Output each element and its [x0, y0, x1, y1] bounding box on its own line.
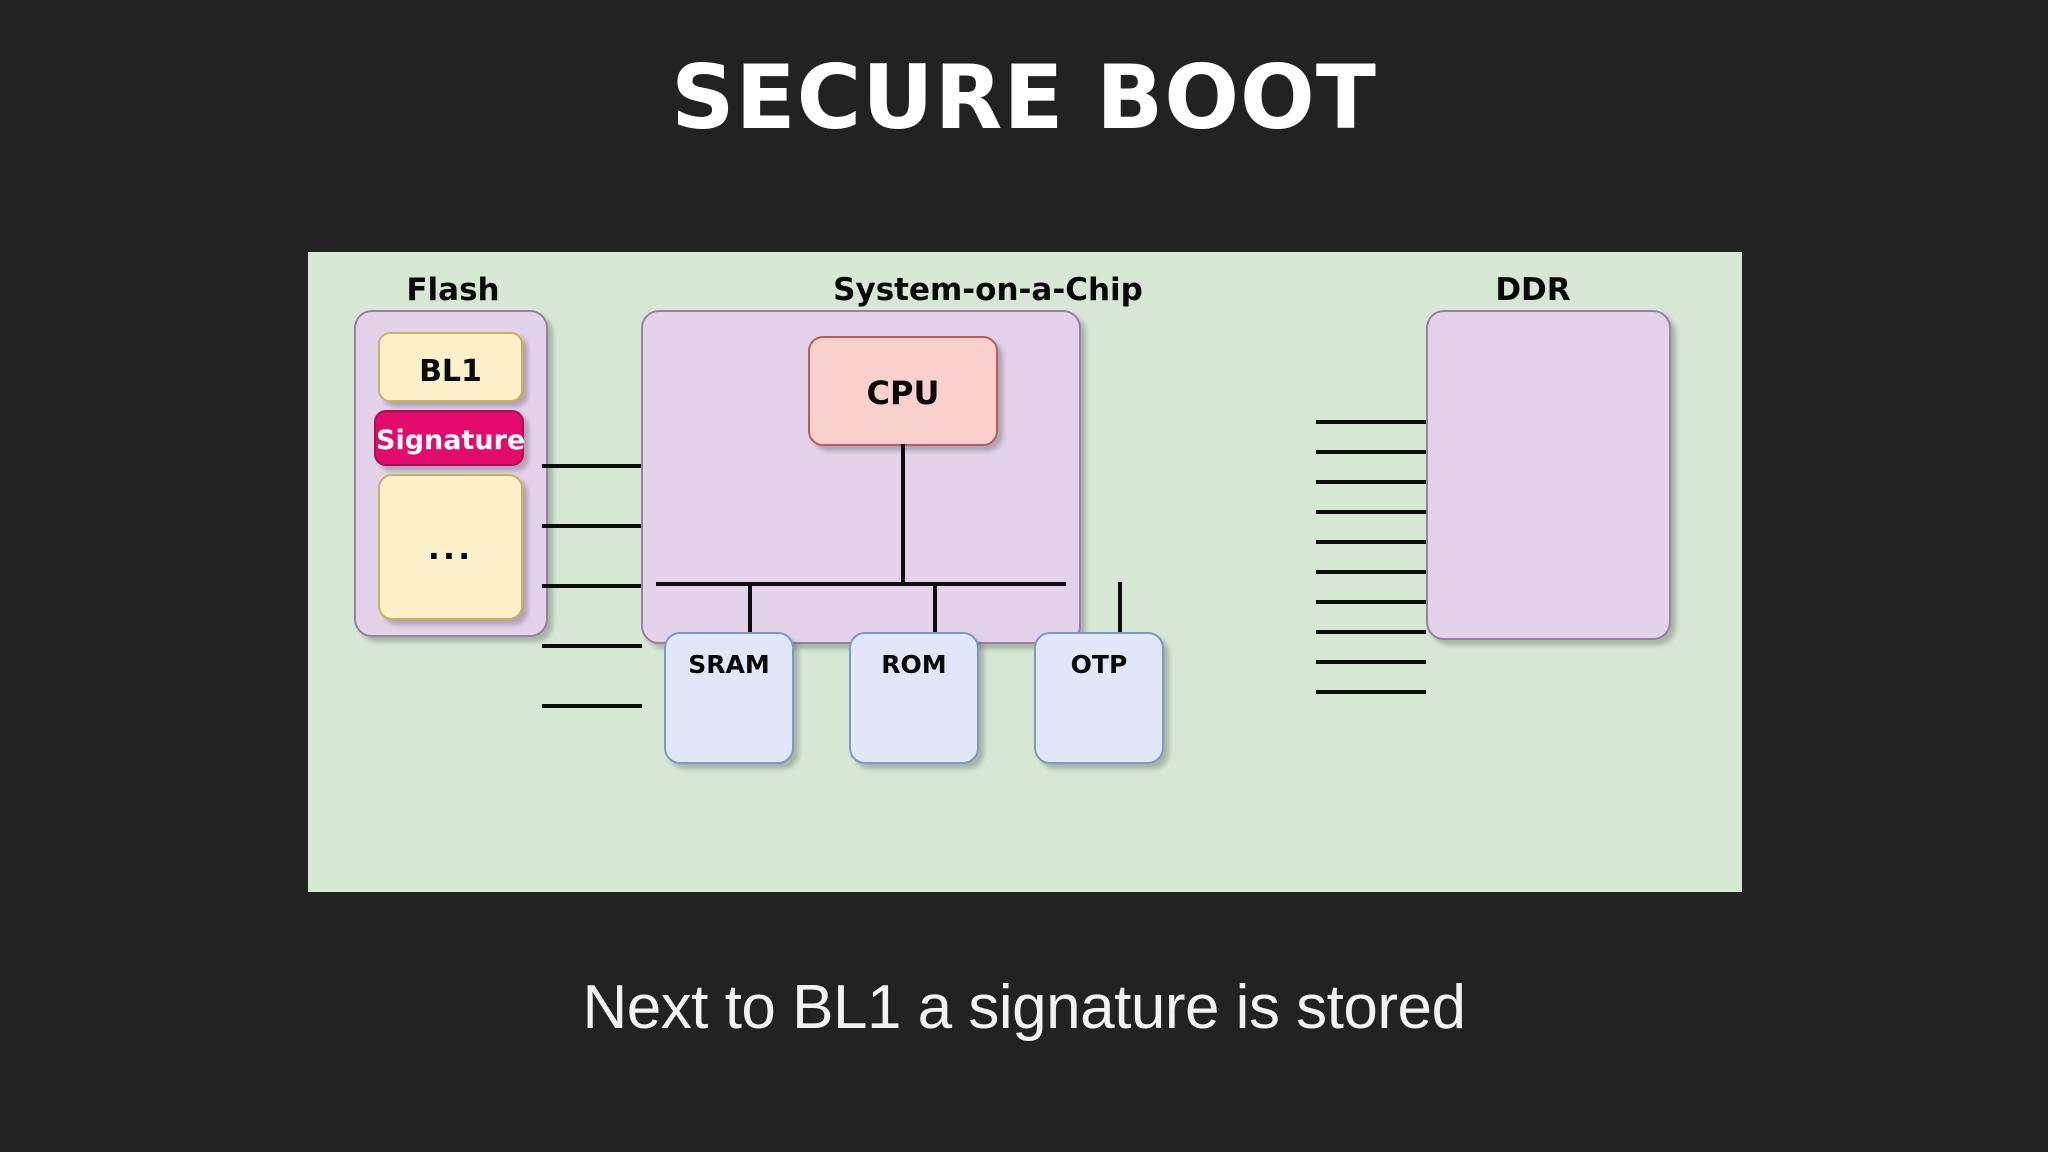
peripheral-otp-label: OTP	[1070, 650, 1128, 679]
diagram-panel: Flash System-on-a-Chip DDR BL1 Signature…	[308, 252, 1742, 892]
bus-line-otp-drop	[1118, 582, 1122, 634]
slide-caption: Next to BL1 a signature is stored	[582, 973, 1466, 1042]
bus-line-soc-ddr	[1316, 450, 1426, 454]
group-title-soc: System-on-a-Chip	[833, 272, 1143, 308]
bus-line-soc-ddr	[1316, 630, 1426, 634]
flash-region-rest[interactable]: ...	[378, 474, 523, 620]
bus-line-soc-ddr	[1316, 480, 1426, 484]
flash-region-signature[interactable]: Signature	[374, 410, 526, 466]
bus-line-flash-soc	[542, 704, 642, 708]
flash-region-bl1[interactable]: BL1	[378, 332, 523, 402]
peripheral-rom[interactable]: ROM	[849, 632, 979, 764]
cpu-block[interactable]: CPU	[808, 336, 998, 446]
bus-line-cpu-drop	[901, 444, 905, 584]
flash-region-signature-label: Signature	[376, 425, 526, 456]
peripheral-sram[interactable]: SRAM	[664, 632, 794, 764]
group-title-flash: Flash	[406, 272, 500, 308]
peripheral-rom-label: ROM	[881, 650, 947, 679]
flash-region-rest-label: ...	[427, 529, 474, 567]
flash-region-bl1-label: BL1	[419, 354, 482, 389]
ddr-chip[interactable]	[1426, 310, 1671, 640]
bus-line-soc-ddr	[1316, 660, 1426, 664]
bus-line-rom-drop	[933, 582, 937, 634]
group-title-ddr: DDR	[1495, 272, 1571, 308]
bus-line-flash-soc	[542, 584, 642, 588]
bus-line-soc-ddr	[1316, 540, 1426, 544]
page-title: SECURE BOOT	[671, 46, 1377, 149]
bus-line-soc-ddr	[1316, 570, 1426, 574]
bus-line-flash-soc	[542, 464, 642, 468]
bus-line-soc-ddr	[1316, 690, 1426, 694]
bus-line-flash-soc	[542, 524, 642, 528]
peripheral-sram-label: SRAM	[688, 650, 770, 679]
peripheral-otp[interactable]: OTP	[1034, 632, 1164, 764]
cpu-label: CPU	[866, 374, 940, 412]
bus-line-soc-ddr	[1316, 600, 1426, 604]
bus-line-internal-spine	[656, 582, 1066, 586]
bus-line-sram-drop	[748, 582, 752, 634]
bus-line-soc-ddr	[1316, 510, 1426, 514]
bus-line-flash-soc	[542, 644, 642, 648]
bus-line-soc-ddr	[1316, 420, 1426, 424]
